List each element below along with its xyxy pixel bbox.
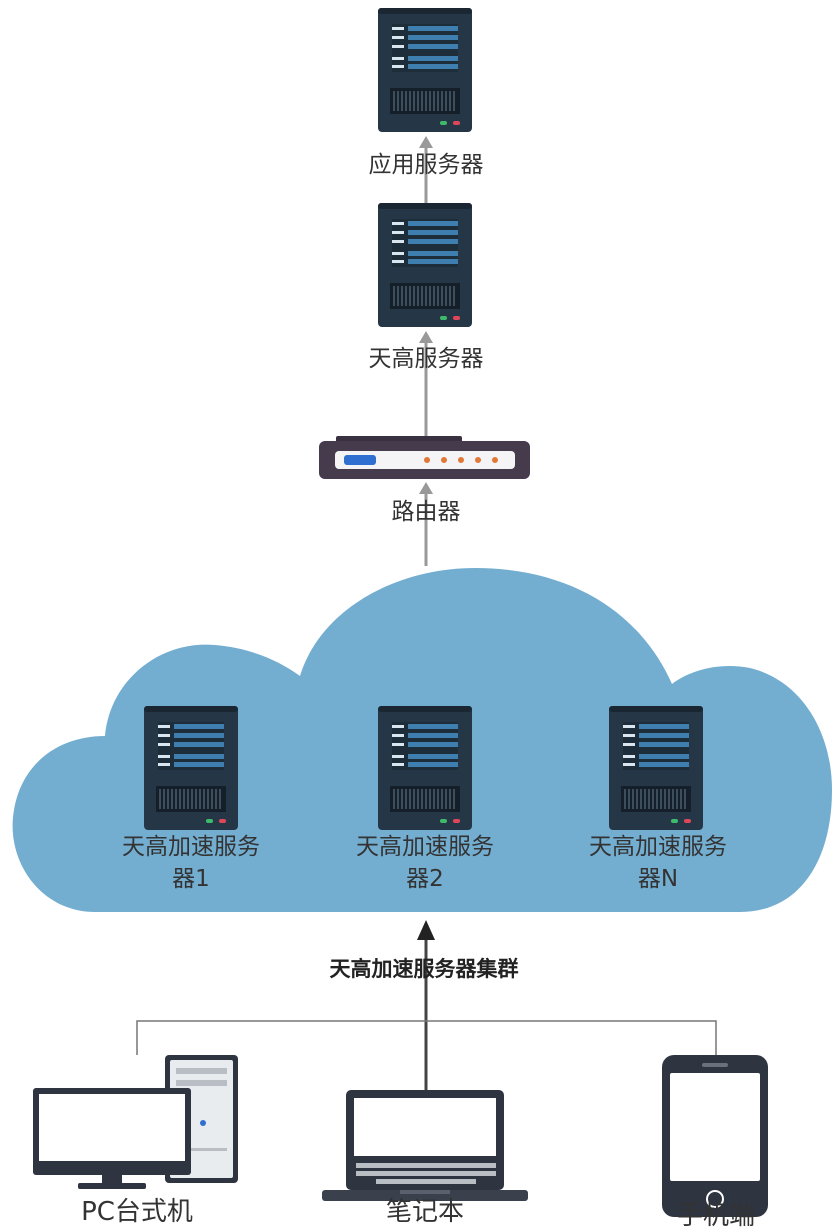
accel-server-n-icon: [608, 705, 704, 831]
cluster-arrow: [417, 920, 435, 1095]
phone-label: 手机端: [677, 1201, 755, 1229]
accel-server-2-label-line1: 天高加速服务: [356, 834, 494, 860]
connection-arrows: [419, 136, 433, 566]
tiangao-server-icon: [377, 202, 473, 328]
accel-server-2-icon: [377, 705, 473, 831]
pc-desktop-icon: [33, 1055, 238, 1189]
pc-label: PC台式机: [81, 1197, 193, 1227]
accel-server-1-label-line2: 器1: [172, 866, 210, 892]
router-icon: [319, 436, 530, 479]
router-label: 路由器: [392, 499, 461, 525]
app-server-icon: [377, 7, 473, 133]
cluster-label: 天高加速服务器集群: [330, 957, 519, 981]
accel-server-2-label-line2: 器2: [406, 866, 444, 892]
laptop-icon: [322, 1090, 528, 1201]
accel-server-n-label-line1: 天高加速服务: [589, 834, 727, 860]
accel-server-1-icon: [143, 705, 239, 831]
phone-icon: [662, 1055, 768, 1217]
app-server-label: 应用服务器: [369, 152, 484, 178]
accel-server-n-label-line2: 器N: [638, 866, 678, 892]
laptop-label: 笔记本: [386, 1197, 464, 1227]
device-bus-line: [136, 1020, 717, 1055]
accel-server-1-label-line1: 天高加速服务: [122, 834, 260, 860]
tiangao-server-label: 天高服务器: [369, 346, 484, 372]
